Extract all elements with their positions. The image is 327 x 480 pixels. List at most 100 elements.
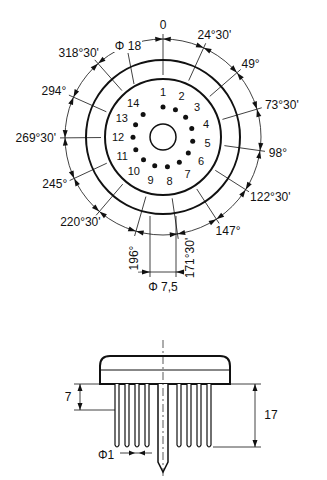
arrowhead <box>253 384 258 391</box>
pin-dot <box>173 107 178 112</box>
pin-dot <box>152 163 157 168</box>
base-outline <box>86 60 240 214</box>
arrowhead <box>129 451 135 456</box>
angle-dimension: 269°30' <box>15 132 57 144</box>
arrowhead <box>258 143 263 151</box>
radial-line <box>69 95 106 112</box>
pin-dot <box>133 122 138 127</box>
pin-dot <box>165 164 170 169</box>
pin-dot <box>190 139 195 144</box>
dimension-line <box>255 384 256 447</box>
pin-dot <box>141 112 146 117</box>
dimension-line <box>120 453 152 454</box>
pin <box>177 384 181 447</box>
radial-line <box>96 184 123 215</box>
arrowhead <box>136 231 144 236</box>
center-line <box>163 340 164 478</box>
pin-number: 11 <box>116 151 129 162</box>
length-dimension: 7 <box>64 391 73 403</box>
extension-line <box>231 384 261 385</box>
arrowhead <box>230 65 237 72</box>
pin-number: 8 <box>166 176 174 187</box>
pin <box>125 384 129 447</box>
pin-dot <box>186 151 191 156</box>
radial-line <box>222 108 261 120</box>
key-hole <box>150 124 176 150</box>
arrowhead <box>142 270 150 275</box>
radial-line <box>135 197 146 236</box>
radial-line <box>224 146 265 152</box>
pin <box>115 384 119 447</box>
arrowhead <box>256 109 261 117</box>
pin-number: 6 <box>197 156 205 167</box>
diameter-dimension: Φ 7,5 <box>147 281 179 293</box>
radial-line <box>215 170 250 192</box>
pin-circle-outline <box>105 79 221 195</box>
extension-line <box>74 384 99 385</box>
arrowhead <box>91 64 98 71</box>
pin-number: 14 <box>126 98 140 109</box>
arrowhead <box>63 130 68 138</box>
arrowhead <box>196 43 204 48</box>
arrowhead <box>204 48 212 54</box>
base-step <box>100 370 230 371</box>
arrowhead <box>74 178 80 186</box>
arrowhead <box>139 451 145 456</box>
pin-dot <box>131 135 136 140</box>
arrowhead <box>92 205 99 212</box>
arrowhead <box>237 73 244 80</box>
leader-line <box>128 53 134 84</box>
arrowhead <box>216 213 224 219</box>
angle-dimension: 196° <box>128 245 140 272</box>
pin-dot <box>177 160 182 165</box>
angle-dimension: 49° <box>241 58 261 70</box>
pin <box>207 384 211 447</box>
pin-number: 13 <box>115 113 129 124</box>
diameter-dimension: Φ1 <box>97 449 115 461</box>
pin-number: 5 <box>203 138 211 149</box>
radial-line <box>163 34 164 75</box>
radial-line <box>197 189 219 223</box>
pin-number: 12 <box>111 132 125 143</box>
pin <box>145 384 149 447</box>
pin <box>197 384 201 447</box>
pin-number: 10 <box>127 166 141 177</box>
length-dimension: 17 <box>263 409 278 421</box>
base-body <box>100 356 230 384</box>
extension-line <box>176 216 177 277</box>
arrowhead <box>128 226 136 231</box>
angle-dimension: 171°30' <box>184 237 196 279</box>
arrowhead <box>155 37 163 42</box>
angle-dimension: 98° <box>268 147 288 159</box>
radial-line <box>70 163 107 180</box>
angle-dimension: 73°30' <box>264 99 300 111</box>
arrowhead <box>256 151 261 159</box>
angle-dimension: 294° <box>40 85 67 97</box>
diameter-dimension: Φ 18 <box>114 40 142 52</box>
pin-number: 2 <box>178 91 186 102</box>
extension-line <box>213 447 261 448</box>
pin-dot <box>161 105 166 110</box>
arrowhead <box>69 170 74 178</box>
pin <box>187 384 191 447</box>
pin-dot <box>133 147 138 152</box>
radial-line <box>60 137 101 138</box>
pin-number: 4 <box>202 119 210 130</box>
arrowhead <box>163 37 171 42</box>
arrowhead <box>246 182 252 190</box>
arrowhead <box>239 190 245 198</box>
pin <box>135 384 139 447</box>
pin-dot <box>183 115 188 120</box>
angle-dimension: 122°30' <box>249 191 291 203</box>
pin-number: 7 <box>183 169 191 180</box>
angle-dimension: 24°30' <box>196 29 232 41</box>
arrowhead <box>73 89 79 97</box>
pin-dot <box>141 157 146 162</box>
angle-dimension: 245° <box>41 178 68 190</box>
arrowhead <box>78 384 83 391</box>
pin-number: 1 <box>159 87 167 98</box>
arrowhead <box>78 403 83 410</box>
arrowhead <box>253 440 258 447</box>
angle-dimension: 0 <box>159 19 168 31</box>
